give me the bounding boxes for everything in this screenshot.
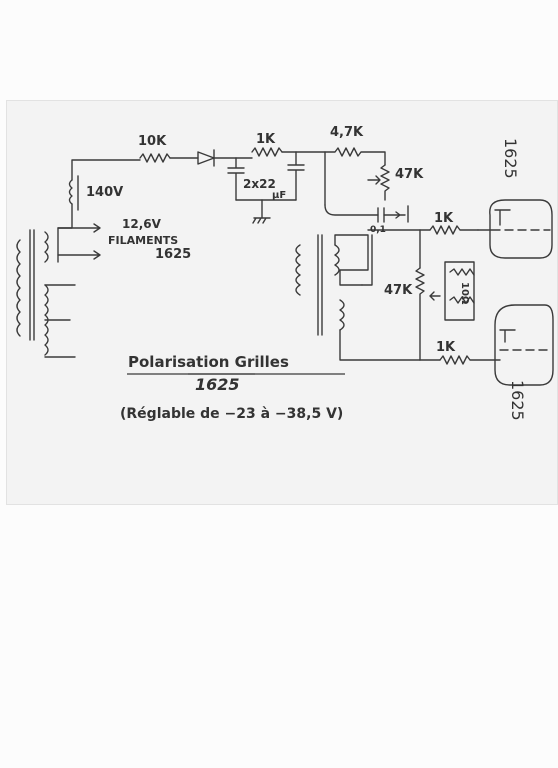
filament-lead: [57, 223, 101, 233]
label-filaments: FILAMENTS: [108, 234, 178, 247]
tube-top-envelope: [489, 199, 553, 259]
resistor-47k-mid: [415, 267, 425, 361]
capacitor-0-1: [377, 205, 409, 223]
mains-primary-winding: [16, 239, 21, 337]
bias-transformer-right: [339, 299, 345, 331]
resistor-10k: [139, 153, 171, 163]
transformer-140v-winding: [68, 179, 73, 205]
label-47k-mid: 47K: [384, 283, 413, 298]
caption-title: Polarisation Grilles: [128, 353, 289, 371]
label-0-1: 0,1: [370, 225, 386, 235]
label-tube-top: 1625: [501, 138, 520, 179]
resistor-1k-lower: [439, 355, 501, 365]
resistor-1k-upper: [429, 225, 479, 235]
label-4-7k: 4,7K: [330, 125, 364, 140]
bias-transformer-right: [334, 244, 340, 276]
caption-tube: 1625: [195, 375, 240, 394]
resistor-10-ohm: [449, 268, 475, 304]
label-1k-lower: 1K: [436, 340, 456, 355]
label-12-6v: 12,6V: [122, 217, 162, 231]
label-10k: 10K: [138, 134, 167, 149]
capacitor-2x22: [227, 151, 305, 201]
label-1k-upper: 1K: [434, 211, 454, 226]
secondary-12v-winding: [44, 231, 49, 263]
bias-transformer-left: [295, 244, 301, 296]
label-10-ohm: 10Ω: [459, 282, 470, 305]
resistor-4-7k: [324, 147, 386, 166]
label-pot-47k-top: 47K: [395, 167, 424, 182]
diode: [197, 149, 215, 167]
label-2x22: 2x22: [243, 177, 276, 191]
label-1k-top: 1K: [256, 132, 276, 147]
caption-range: (Réglable de −23 à −38,5 V): [120, 406, 343, 422]
label-tube-bottom: 1625: [508, 380, 527, 421]
ground: [252, 199, 271, 224]
resistor-1k-top: [251, 147, 283, 157]
label-140v: 140V: [86, 185, 123, 200]
potentiometer-47k-top: [380, 164, 390, 201]
filament-lead: [57, 250, 101, 260]
label-filaments-tube: 1625: [155, 247, 191, 262]
tube-bottom-envelope: [494, 304, 554, 386]
label-uf: µF: [272, 190, 286, 201]
